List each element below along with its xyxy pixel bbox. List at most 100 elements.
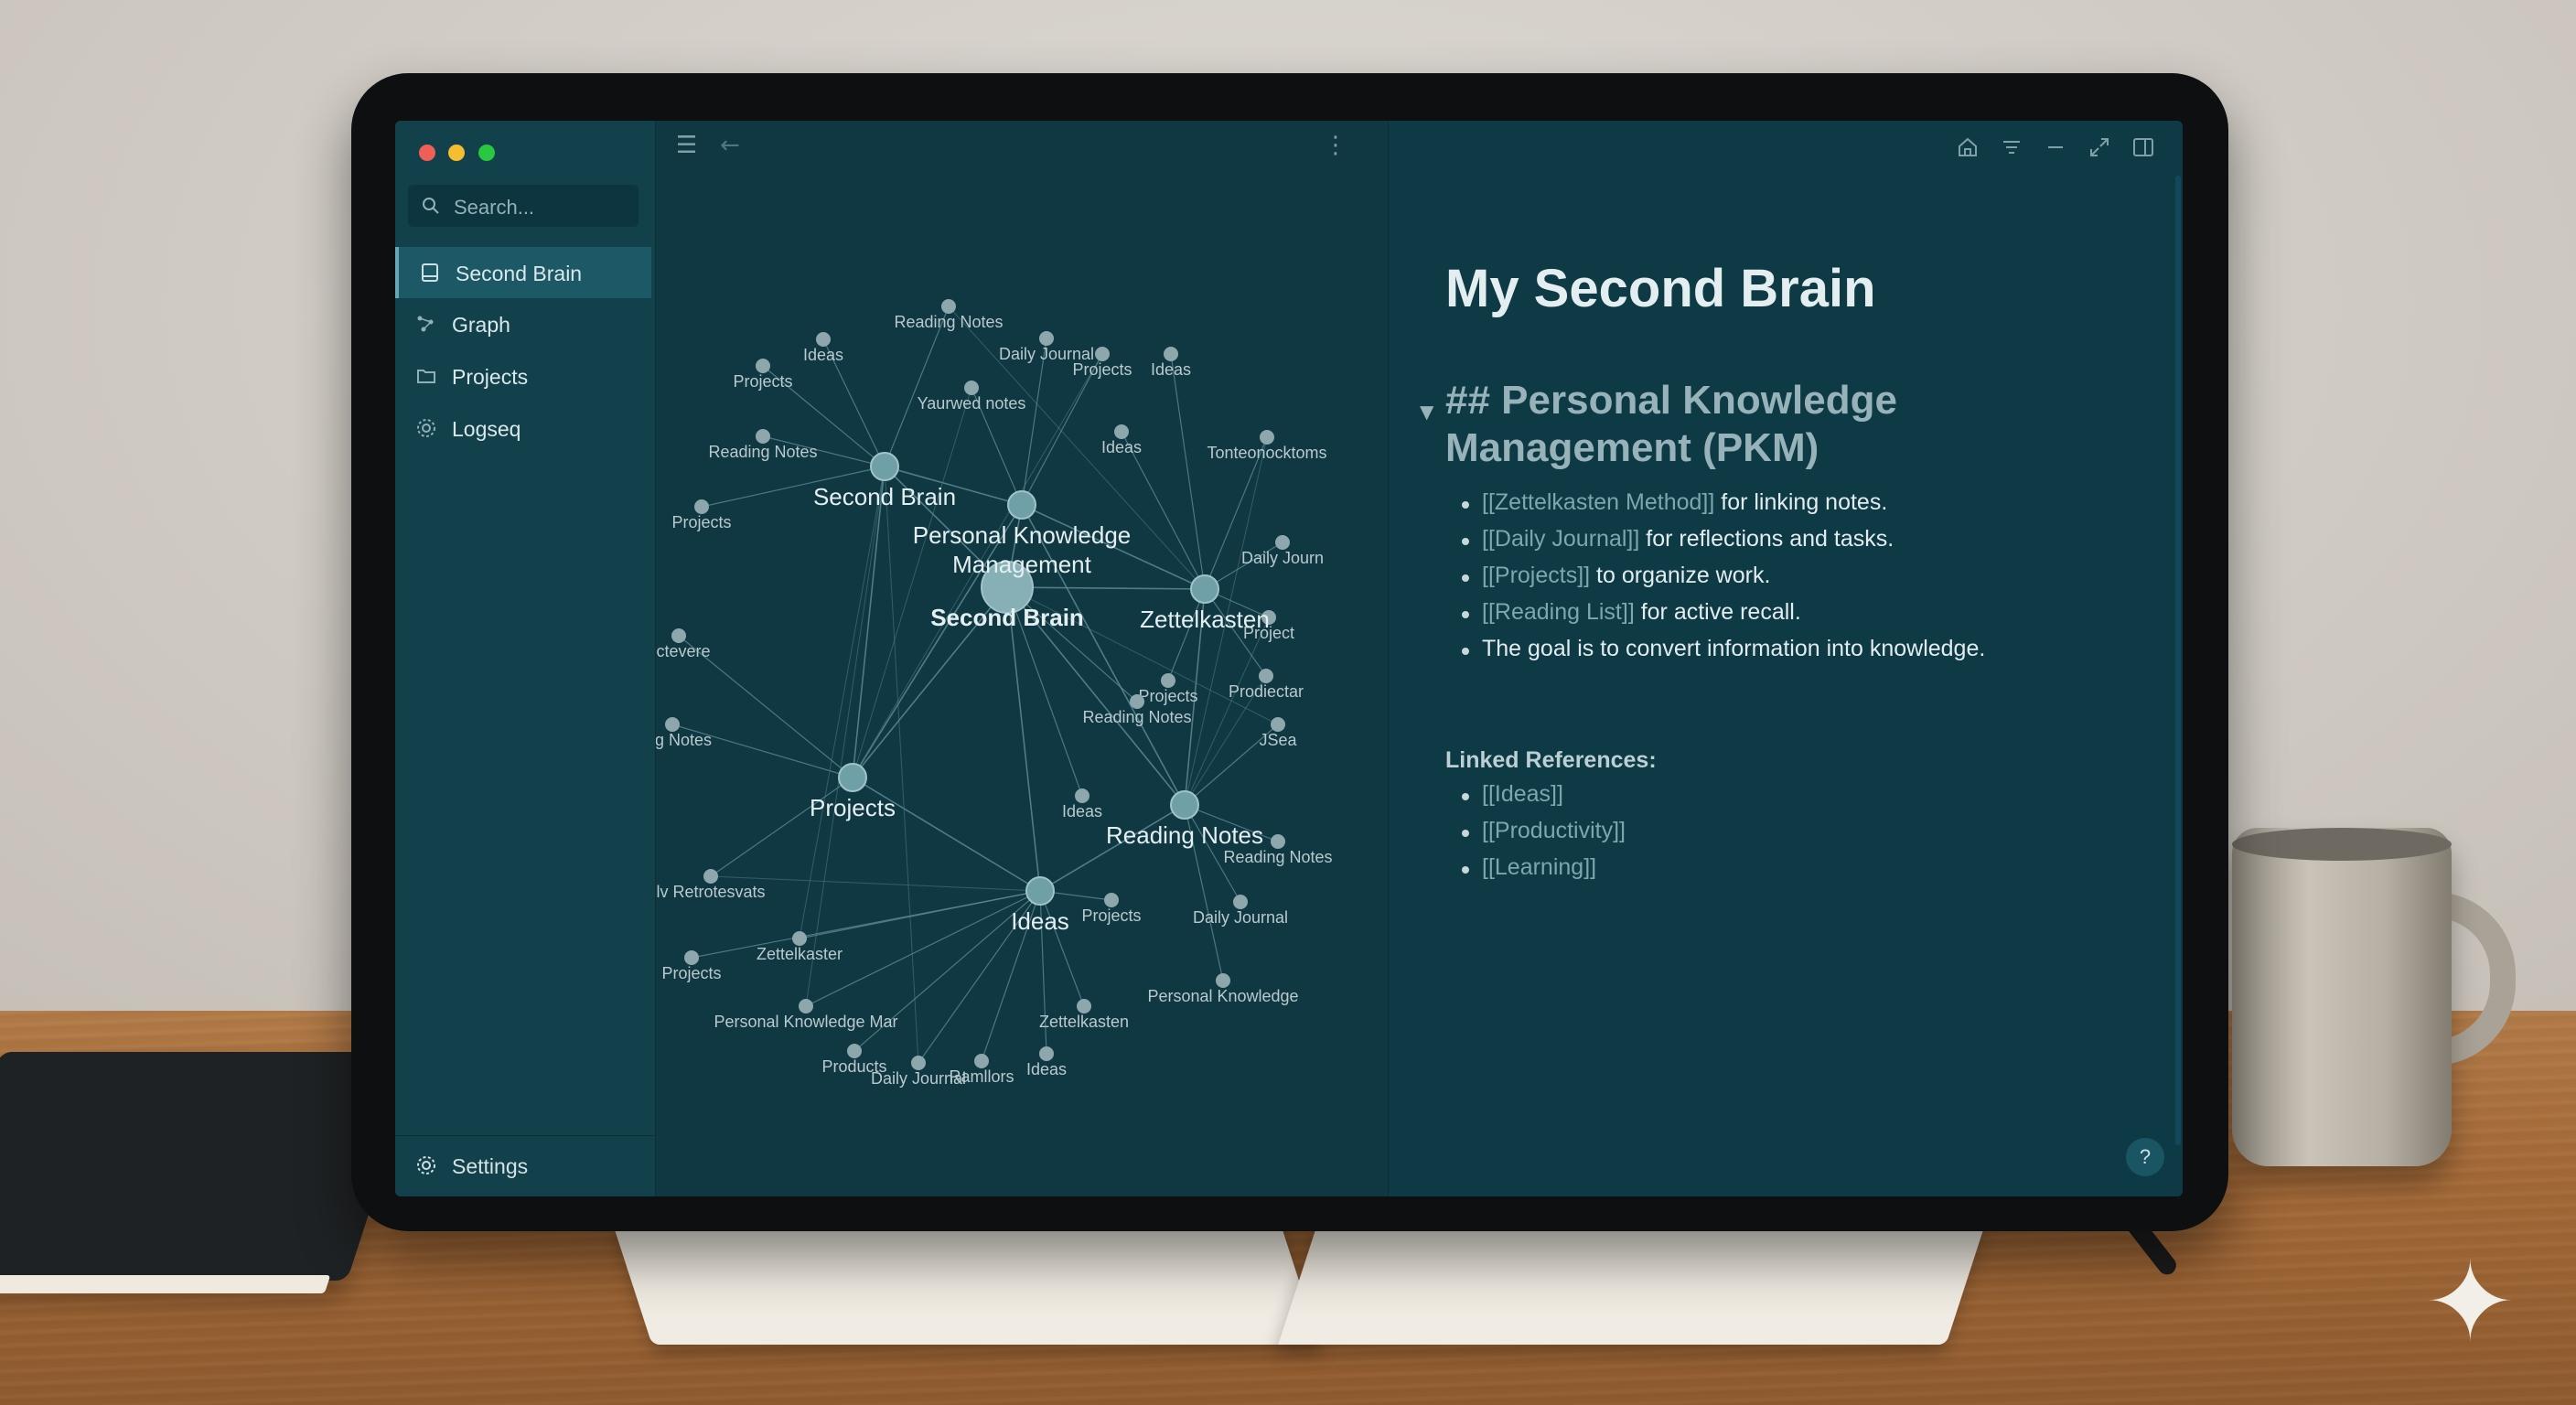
- notebook-icon: [422, 263, 438, 282]
- list-item-text: for active recall.: [1634, 599, 1801, 625]
- more-options-icon[interactable]: ⋮: [1324, 132, 1347, 159]
- graph-toolbar: ☰ ← ⋮: [656, 121, 1388, 174]
- graph-node[interactable]: [1275, 535, 1290, 550]
- reference-link[interactable]: [[Ideas]]: [1462, 781, 1626, 818]
- graph-node[interactable]: [1039, 331, 1054, 346]
- graph-node-label: Yaurwed notes: [918, 394, 1026, 413]
- graph-node[interactable]: [1216, 973, 1230, 988]
- app-window: Search... Second Brain Graph Projects: [395, 121, 2183, 1196]
- graph-node[interactable]: [756, 359, 770, 373]
- graph-node[interactable]: [684, 950, 699, 965]
- page-link[interactable]: [[Reading List]]: [1482, 599, 1635, 625]
- graph-node[interactable]: [816, 332, 831, 347]
- graph-hub-node[interactable]: [1190, 574, 1219, 604]
- search-input[interactable]: Search...: [408, 185, 639, 227]
- graph-edge: [671, 724, 853, 778]
- split-panel-icon[interactable]: [2131, 135, 2155, 159]
- graph-node[interactable]: [665, 717, 680, 732]
- list-item-text: The goal is to convert information into …: [1482, 636, 1986, 661]
- folder-icon: [417, 370, 435, 383]
- graph-edge: [1039, 804, 1186, 892]
- graph-hub-label: Ideas: [1011, 907, 1069, 935]
- reference-link[interactable]: [[Productivity]]: [1462, 818, 1626, 854]
- graph-hub-node[interactable]: [1007, 490, 1036, 520]
- sidebar-item-graph[interactable]: Graph: [395, 298, 648, 349]
- graph-node[interactable]: [1233, 895, 1248, 909]
- minimize-icon[interactable]: [2044, 135, 2067, 159]
- graph-node[interactable]: [964, 381, 979, 395]
- graph-hub-node[interactable]: [981, 561, 1034, 614]
- graph-node-label: Projects: [671, 513, 731, 531]
- maximize-window-button[interactable]: [478, 145, 495, 161]
- graph-hub-node[interactable]: [1170, 790, 1199, 820]
- graph-node[interactable]: [1130, 694, 1144, 709]
- graph-node[interactable]: [1260, 430, 1274, 445]
- graph-edge: [1204, 588, 1267, 677]
- graph-node[interactable]: [799, 999, 813, 1014]
- graph-node[interactable]: [974, 1054, 989, 1068]
- collapse-caret-icon[interactable]: ▼: [1420, 401, 1434, 423]
- graph-edge: [1006, 586, 1186, 806]
- graph-node-label: Ideas: [803, 346, 843, 364]
- sidebar: Search... Second Brain Graph Projects: [395, 121, 656, 1196]
- graph-node[interactable]: [1161, 673, 1175, 688]
- graph-edge: [762, 435, 886, 467]
- page-link[interactable]: [[Daily Journal]]: [1482, 526, 1640, 552]
- sidebar-item-logseq[interactable]: Logseq: [395, 402, 648, 454]
- graph-node[interactable]: [1271, 717, 1285, 732]
- graph-hub-node[interactable]: [1025, 876, 1055, 906]
- settings-button[interactable]: Settings: [395, 1135, 655, 1196]
- filter-icon[interactable]: [2000, 135, 2023, 159]
- page-link[interactable]: [[Zettelkasten Method]]: [1482, 489, 1715, 515]
- graph-node-label: Ideas: [1062, 802, 1102, 820]
- graph-node-label: lv Retrotesvats: [656, 883, 765, 901]
- sidebar-item-projects[interactable]: Projects: [395, 350, 648, 402]
- graph-edge: [710, 777, 853, 877]
- graph-node[interactable]: [1077, 999, 1091, 1014]
- graph-node[interactable]: [941, 299, 956, 314]
- graph-node[interactable]: [1261, 610, 1276, 625]
- graph-edge: [678, 635, 853, 778]
- graph-node[interactable]: [911, 1056, 926, 1070]
- close-window-button[interactable]: [419, 145, 435, 161]
- graph-node[interactable]: [756, 429, 770, 444]
- graph-edge: [1184, 675, 1267, 806]
- graph-node[interactable]: [1271, 834, 1285, 849]
- graph-edge: [1039, 890, 1047, 1055]
- home-icon[interactable]: [1956, 135, 1980, 159]
- graph-edge: [948, 306, 1206, 590]
- document-pane: My Second Brain ▼ ## Personal Knowledge …: [1388, 121, 2183, 1196]
- graph-node[interactable]: [847, 1044, 862, 1058]
- graph-node[interactable]: [1104, 893, 1119, 907]
- graph-node[interactable]: [694, 499, 709, 514]
- back-arrow-icon[interactable]: ←: [720, 132, 740, 159]
- graph-edge: [1021, 504, 1186, 806]
- reference-link[interactable]: [[Learning]]: [1462, 854, 1626, 891]
- graph-node[interactable]: [1259, 669, 1273, 683]
- graph-node[interactable]: [1039, 1046, 1054, 1061]
- section-heading[interactable]: ▼ ## Personal Knowledge Management (PKM): [1420, 377, 2086, 472]
- graph-edge: [1184, 804, 1279, 842]
- linked-references-list: [[Ideas]] [[Productivity]] [[Learning]]: [1445, 781, 1626, 891]
- graph-hub-node[interactable]: [870, 452, 899, 481]
- sidebar-item-second-brain[interactable]: Second Brain: [395, 247, 651, 298]
- graph-hub-node[interactable]: [838, 763, 867, 792]
- scrollbar[interactable]: [2175, 176, 2181, 1145]
- graph-node[interactable]: [1095, 347, 1110, 361]
- minimize-window-button[interactable]: [448, 145, 466, 161]
- graph-node[interactable]: [1164, 347, 1178, 361]
- graph-node[interactable]: [792, 931, 807, 946]
- graph-node[interactable]: [1114, 424, 1129, 439]
- graph-node-label: Projects: [1081, 906, 1141, 925]
- graph-node[interactable]: [671, 628, 686, 643]
- graph-node[interactable]: [703, 869, 718, 884]
- graph-node[interactable]: [1075, 788, 1089, 803]
- menu-icon[interactable]: ☰: [676, 132, 698, 159]
- graph-node-label: Tonteonocktoms: [1207, 444, 1326, 462]
- expand-icon[interactable]: [2088, 135, 2111, 159]
- help-button[interactable]: ?: [2126, 1138, 2164, 1176]
- page-link[interactable]: [[Projects]]: [1482, 563, 1591, 588]
- graph-edge: [1039, 890, 1085, 1007]
